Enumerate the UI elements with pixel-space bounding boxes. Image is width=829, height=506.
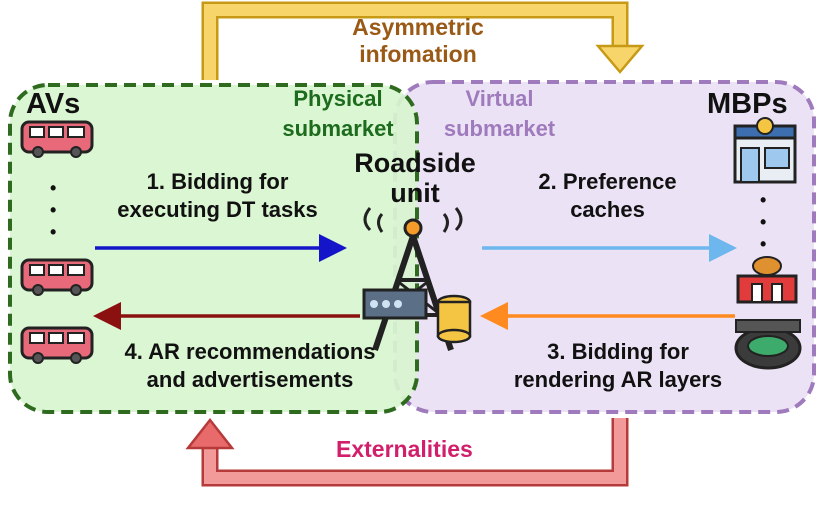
bus-icon	[20, 326, 94, 364]
step2-label: 2. Preference caches	[520, 168, 695, 224]
bus-icon	[20, 120, 94, 158]
bus-icon	[20, 258, 94, 296]
asymmetric-information-label: Asymmetric infomation	[318, 14, 518, 68]
food-stall-icon	[736, 256, 798, 304]
asymmetric-line2: infomation	[359, 41, 477, 67]
stadium-icon	[734, 319, 802, 370]
step3-line1: 3. Bidding for	[547, 339, 689, 364]
mbps-ellipsis-dot: •	[760, 190, 767, 210]
roadside-line1: Roadside	[354, 148, 476, 178]
virtual-submarket-label: Virtual submarket	[412, 84, 587, 144]
asymmetric-line1: Asymmetric	[352, 14, 484, 40]
step1-line2: executing DT tasks	[117, 197, 318, 222]
externalities-label: Externalities	[336, 436, 473, 462]
server-icon	[362, 288, 428, 320]
physical-submarket-label: Physical submarket	[258, 84, 418, 144]
step1-line1: 1. Bidding for	[146, 169, 289, 194]
externalities-arrow	[185, 417, 629, 487]
avs-ellipsis-dot: •	[50, 200, 57, 220]
avs-label: AVs	[26, 88, 81, 120]
avs-ellipsis-dot: •	[50, 222, 57, 242]
step1-label: 1. Bidding for executing DT tasks	[85, 168, 350, 224]
step4-line1: 4. AR recommendations	[124, 339, 376, 364]
virtual-line1: Virtual	[465, 86, 534, 111]
asymmetric-information-arrow	[201, 1, 645, 80]
step3-label: 3. Bidding for rendering AR layers	[478, 338, 758, 394]
step2-line2: caches	[570, 197, 645, 222]
roadside-line2: unit	[390, 178, 440, 208]
step4-label: 4. AR recommendations and advertisements	[90, 338, 410, 394]
virtual-line2: submarket	[443, 116, 556, 141]
step2-line1: 2. Preference	[538, 169, 677, 194]
physical-line2: submarket	[282, 116, 394, 141]
shop-icon	[733, 117, 797, 184]
physical-line1: Physical	[293, 86, 383, 111]
avs-ellipsis-dot: •	[50, 178, 57, 198]
mbps-ellipsis-dot: •	[760, 212, 767, 232]
mbps-ellipsis-dot: •	[760, 234, 767, 254]
step3-line2: rendering AR layers	[513, 367, 723, 392]
mbps-label: MBPs	[707, 88, 788, 120]
step4-line2: and advertisements	[146, 367, 354, 392]
database-icon	[436, 294, 472, 344]
roadside-unit-label: Roadside unit	[330, 148, 500, 208]
